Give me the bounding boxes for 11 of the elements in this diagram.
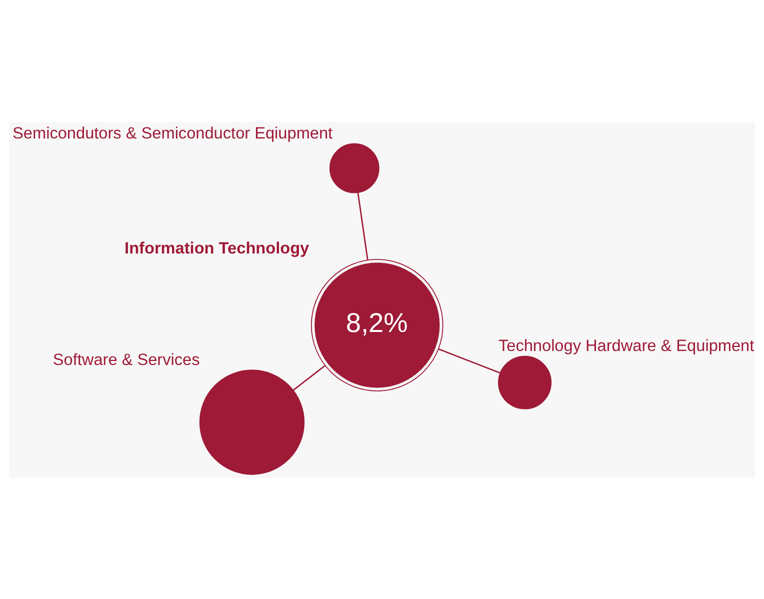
node-circle xyxy=(199,369,305,474)
node-label: Information Technology xyxy=(124,238,310,257)
node-label: Technology Hardware & Equipment xyxy=(498,336,754,355)
node-label: Software & Services xyxy=(52,350,200,369)
connector xyxy=(292,364,326,390)
node-circle xyxy=(329,142,380,193)
connector xyxy=(438,348,500,374)
node-circle: 8,2% xyxy=(310,258,444,391)
node-circle xyxy=(498,355,552,409)
connector xyxy=(357,192,368,260)
node-label: Semicondutors & Semiconductor Eqiupment xyxy=(12,124,333,142)
